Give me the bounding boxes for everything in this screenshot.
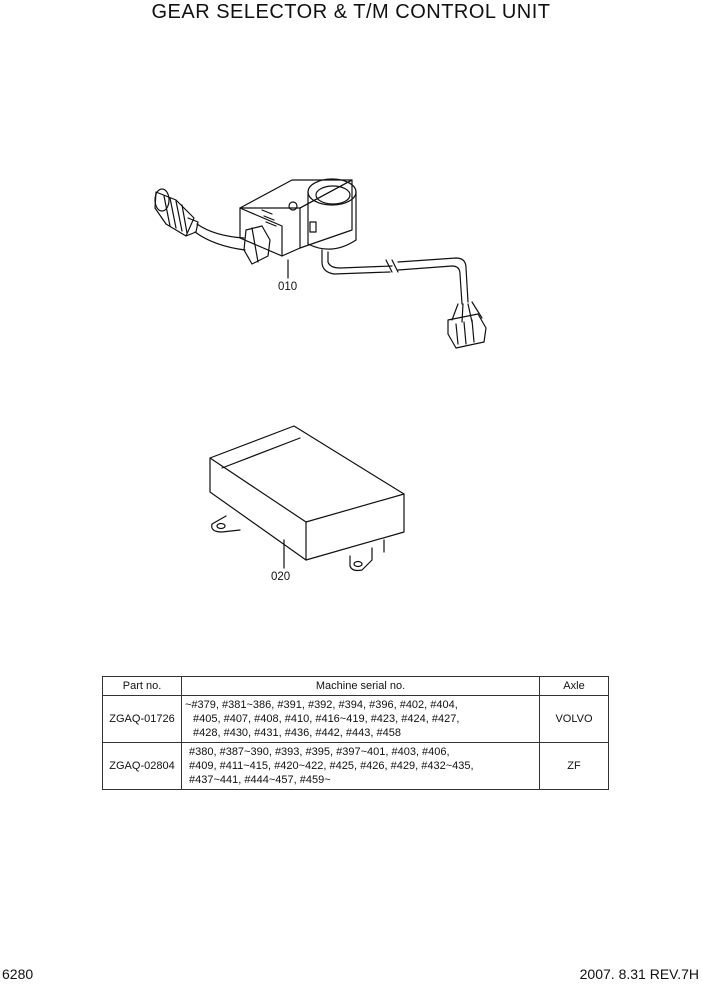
- callout-010: 010: [278, 281, 297, 293]
- serial-range: ~#379, #381~386, #391, #392, #394, #396,…: [181, 695, 540, 743]
- table-row: ZGAQ-01726 ~#379, #381~386, #391, #392, …: [102, 695, 609, 743]
- serial-line: #428, #430, #431, #436, #442, #443, #458: [193, 727, 401, 739]
- header-axle: Axle: [539, 676, 609, 696]
- header-machine-serial: Machine serial no.: [181, 676, 540, 696]
- page-number: 6280: [2, 966, 34, 982]
- control-unit-drawing: [209, 425, 405, 572]
- serial-line: ~#379, #381~386, #391, #392, #394, #396,…: [185, 699, 458, 711]
- table-row: ZGAQ-02804 #380, #387~390, #393, #395, #…: [102, 742, 609, 790]
- callout-020: 020: [271, 571, 290, 583]
- header-part-no: Part no.: [102, 676, 182, 696]
- serial-line: #409, #411~415, #420~422, #425, #426, #4…: [189, 760, 474, 772]
- serial-range: #380, #387~390, #393, #395, #397~401, #4…: [181, 742, 540, 790]
- serial-line: #405, #407, #408, #410, #416~419, #423, …: [193, 713, 460, 725]
- serial-line: #380, #387~390, #393, #395, #397~401, #4…: [189, 746, 450, 758]
- serial-line: #437~441, #444~457, #459~: [189, 774, 331, 786]
- page-title: GEAR SELECTOR & T/M CONTROL UNIT: [151, 1, 551, 23]
- revision-date: 2007. 8.31 REV.7H: [579, 966, 699, 982]
- axle-type: VOLVO: [539, 695, 609, 743]
- parts-table: Part no. Machine serial no. Axle ZGAQ-01…: [102, 676, 609, 790]
- gear-selector-drawing: [154, 178, 487, 349]
- table-header-row: Part no. Machine serial no. Axle: [102, 676, 609, 696]
- axle-type: ZF: [539, 742, 609, 790]
- part-number: ZGAQ-01726: [102, 695, 182, 743]
- part-number: ZGAQ-02804: [102, 742, 182, 790]
